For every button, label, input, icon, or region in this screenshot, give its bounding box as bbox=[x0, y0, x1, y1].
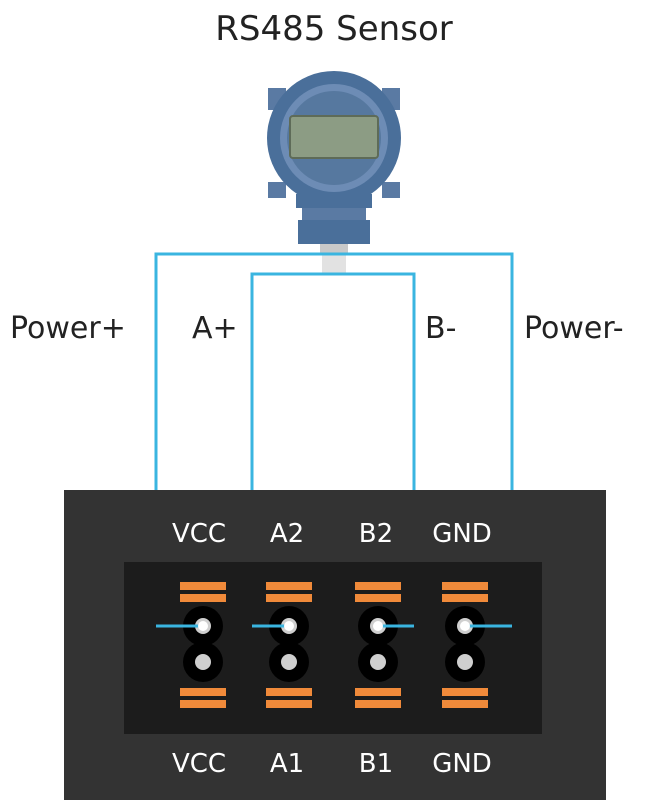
label-b-minus: B- bbox=[425, 311, 456, 346]
diagram-title: RS485 Sensor bbox=[215, 9, 452, 49]
spring-lever[interactable] bbox=[355, 700, 401, 708]
terminal-label-bottom: GND bbox=[432, 749, 492, 779]
terminal-label-top: A2 bbox=[270, 519, 304, 549]
terminal-hole-center bbox=[457, 654, 473, 670]
terminal-label-top: GND bbox=[432, 519, 492, 549]
spring-lever[interactable] bbox=[266, 594, 312, 602]
terminal-label-top: B2 bbox=[359, 519, 393, 549]
spring-lever[interactable] bbox=[266, 700, 312, 708]
spring-lever[interactable] bbox=[355, 582, 401, 590]
spring-lever[interactable] bbox=[180, 594, 226, 602]
terminal-hole-center bbox=[195, 654, 211, 670]
label-a-plus: A+ bbox=[192, 311, 238, 346]
wire-tip bbox=[284, 621, 294, 631]
spring-lever[interactable] bbox=[442, 594, 488, 602]
spring-lever[interactable] bbox=[355, 594, 401, 602]
terminal-hole-center bbox=[281, 654, 297, 670]
sensor-display bbox=[289, 115, 379, 159]
sensor-icon bbox=[267, 71, 401, 274]
spring-lever[interactable] bbox=[442, 688, 488, 696]
wire-tip bbox=[198, 621, 208, 631]
spring-lever[interactable] bbox=[355, 688, 401, 696]
spring-lever[interactable] bbox=[180, 582, 226, 590]
wire-tip bbox=[373, 621, 383, 631]
label-power-plus: Power+ bbox=[10, 311, 126, 346]
spring-lever[interactable] bbox=[442, 582, 488, 590]
spring-lever[interactable] bbox=[180, 688, 226, 696]
terminal-label-top: VCC bbox=[172, 519, 226, 549]
wire-tip bbox=[460, 621, 470, 631]
terminal-label-bottom: B1 bbox=[359, 749, 393, 779]
spring-lever[interactable] bbox=[266, 582, 312, 590]
spring-lever[interactable] bbox=[266, 688, 312, 696]
spring-lever[interactable] bbox=[442, 700, 488, 708]
terminal-label-bottom: A1 bbox=[270, 749, 304, 779]
label-power-minus: Power- bbox=[524, 311, 624, 346]
spring-lever[interactable] bbox=[180, 700, 226, 708]
terminal-column bbox=[442, 582, 488, 708]
terminal-hole-center bbox=[370, 654, 386, 670]
terminal-columns bbox=[156, 582, 512, 708]
terminal-label-bottom: VCC bbox=[172, 749, 226, 779]
terminal-column bbox=[355, 582, 401, 708]
terminal-column bbox=[180, 582, 226, 708]
